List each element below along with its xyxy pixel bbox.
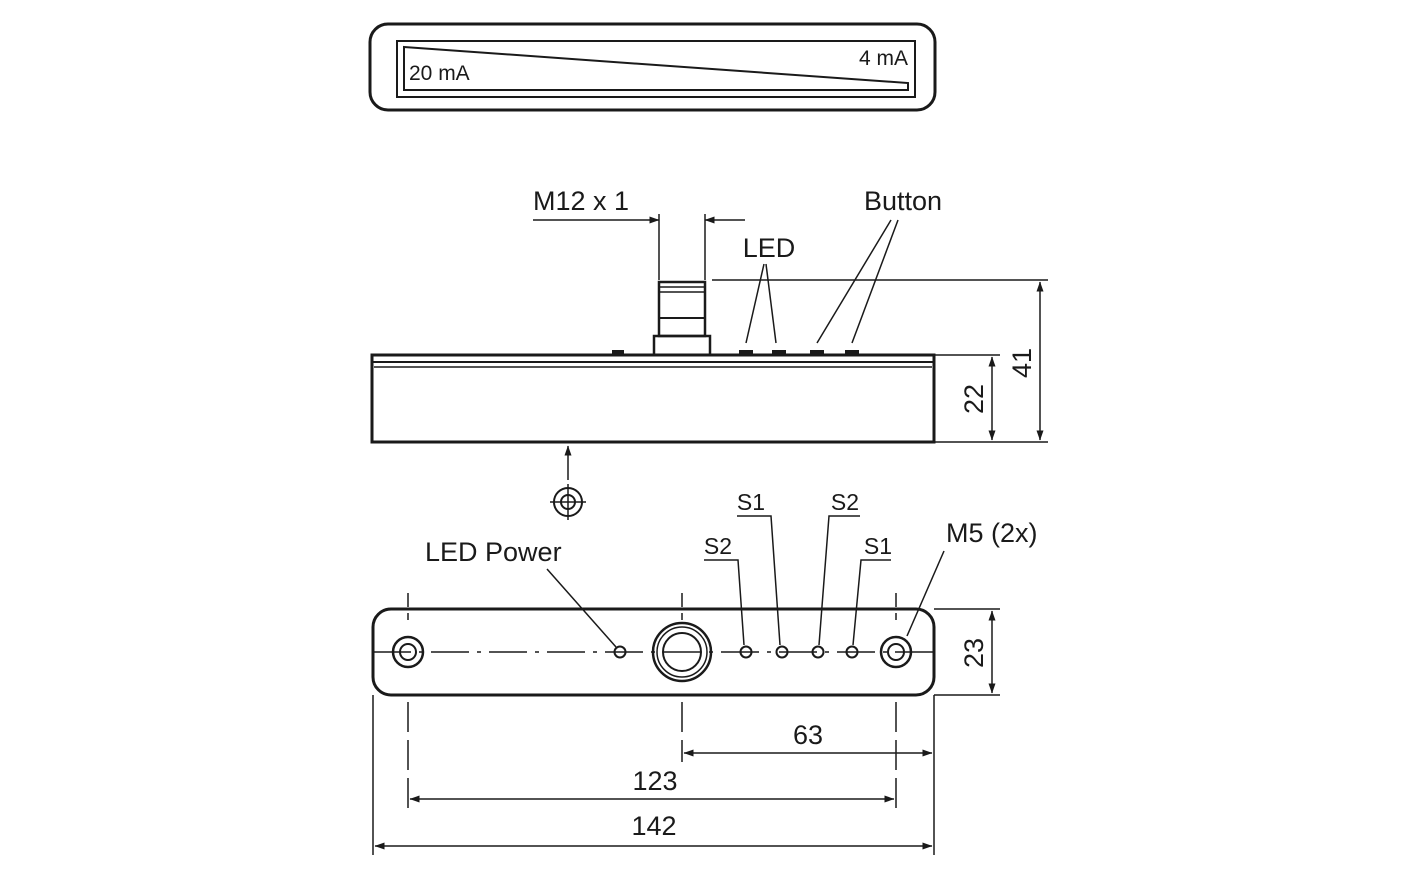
mounting-hole-left	[391, 635, 425, 669]
width-dimension: 23	[959, 638, 989, 668]
switch-s1-b	[845, 645, 859, 659]
led-power-dot	[613, 645, 627, 659]
mounting-hole-right	[879, 635, 913, 669]
switch-s2-b	[811, 645, 825, 659]
top-view: LED Power S2 S1 S2 S1 M5 (2x) 23 63 1	[371, 489, 1038, 855]
button-bump-2	[845, 350, 859, 355]
led-power-label: LED Power	[425, 537, 562, 567]
gauge-outer-frame	[368, 22, 937, 112]
switch-s1-a	[775, 645, 789, 659]
dimension-123: 123	[632, 766, 677, 796]
gauge-right-label: 4 mA	[859, 47, 908, 70]
switch-label-s2-b: S2	[831, 489, 859, 515]
led-power-bump	[612, 350, 624, 355]
led-bump-2	[772, 350, 786, 355]
height-total-dimension: 41	[1007, 348, 1037, 378]
switch-label-s1-b: S1	[864, 533, 892, 559]
button-label: Button	[864, 186, 942, 216]
m12-connector	[652, 280, 712, 357]
led-label: LED	[743, 233, 796, 263]
connector-face	[651, 621, 713, 683]
dimension-63: 63	[793, 720, 823, 750]
thread-label: M12 x 1	[533, 186, 629, 216]
gauge-inner-frame	[396, 40, 916, 98]
current-scale-gauge: 20 mA 4 mA	[368, 22, 937, 112]
height-body-dimension: 22	[959, 384, 989, 414]
button-bump-1	[810, 350, 824, 355]
led-bump-1	[739, 350, 753, 355]
housing-body	[370, 353, 936, 444]
gauge-left-label: 20 mA	[409, 62, 470, 85]
switch-label-s2-a: S2	[704, 533, 732, 559]
gauge-ramp-wedge	[403, 45, 909, 91]
dimension-142: 142	[631, 811, 676, 841]
side-view: M12 x 1 LED Button 22 41	[370, 186, 1048, 520]
sensing-face-symbol	[550, 445, 586, 520]
mount-thread-label: M5 (2x)	[946, 518, 1038, 548]
switch-label-s1-a: S1	[737, 489, 765, 515]
switch-s2-a	[739, 645, 753, 659]
